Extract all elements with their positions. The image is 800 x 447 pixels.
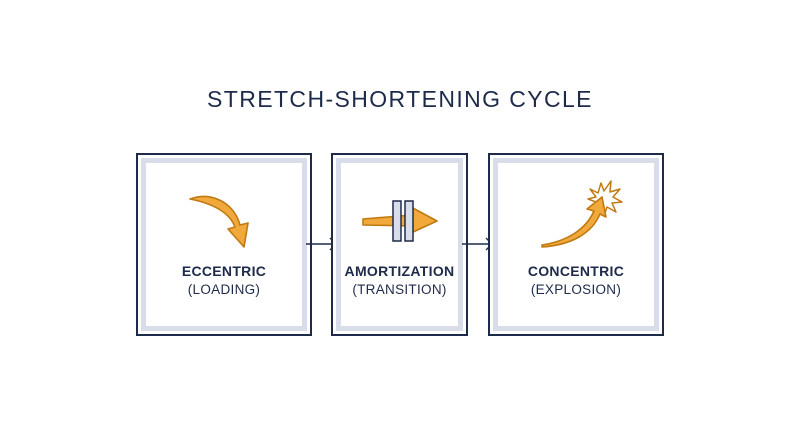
box-inner-border [336,158,463,331]
phase-detail: (TRANSITION) [352,282,447,297]
phase-name: CONCENTRIC [527,263,625,279]
pause-arrow-icon [362,200,438,242]
diagram-title: STRETCH-SHORTENING CYCLE [207,86,593,112]
curved-arrow-down-icon [189,195,249,248]
phase-label-eccentric: ECCENTRIC (LOADING) [138,263,310,297]
phase-detail: (EXPLOSION) [530,282,622,297]
phase-name: AMORTIZATION [344,263,455,279]
phase-name: ECCENTRIC [181,263,267,279]
burst-arrow-up-icon [541,180,623,248]
box-inner-border [493,158,659,331]
phase-box-eccentric: ECCENTRIC (LOADING) [136,153,312,336]
phase-box-amortization: AMORTIZATION (TRANSITION) [331,153,468,336]
phase-detail: (LOADING) [187,282,261,297]
phase-label-concentric: CONCENTRIC (EXPLOSION) [490,263,662,297]
box-inner-border [141,158,307,331]
phase-box-concentric: CONCENTRIC (EXPLOSION) [488,153,664,336]
phase-label-amortization: AMORTIZATION (TRANSITION) [333,263,466,297]
